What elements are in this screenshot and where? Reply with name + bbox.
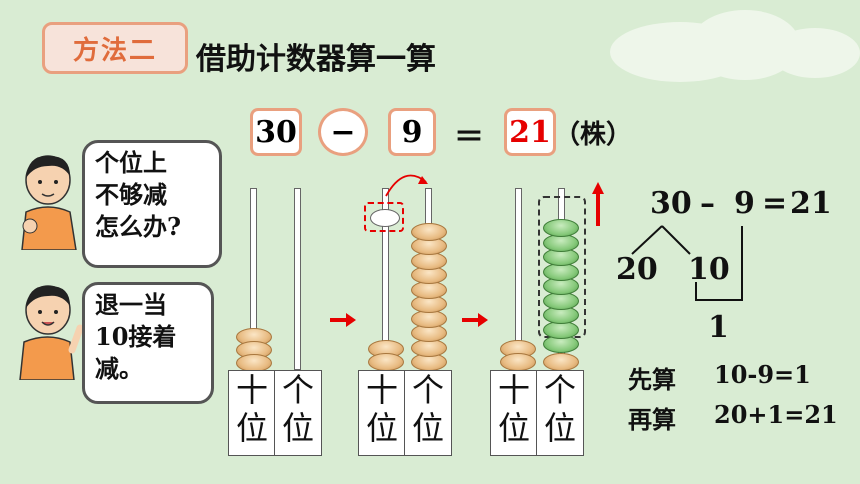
transfer-arrow-icon — [385, 174, 428, 197]
step2-label: 再算 — [628, 405, 676, 434]
counter-label-ones: 个位 — [404, 370, 452, 456]
method-tag: 方法二 — [42, 22, 188, 74]
bubble-line: 怎么办? — [95, 212, 182, 241]
rod-ones-1 — [294, 188, 301, 370]
equation-equals: ＝ — [454, 120, 484, 155]
bead-ones — [411, 222, 447, 241]
counter-label-ones: 个位 — [274, 370, 322, 456]
bubble-line: 减。 — [95, 354, 143, 383]
equation-subtrahend: 9 — [388, 108, 436, 156]
bead-tens — [368, 353, 404, 371]
counter-label-tens: 十位 — [490, 370, 538, 456]
decomposition-lines — [631, 225, 743, 301]
breakdown-part-a: 20 — [616, 252, 658, 287]
bead-ones-removed — [543, 219, 579, 237]
equation-minuend: 30 — [250, 108, 302, 156]
bead-ones-remaining — [543, 353, 579, 371]
step2-expression: 20+1=21 — [714, 400, 838, 429]
bubble-line: 不够减 — [95, 180, 167, 209]
equation-operator: − — [318, 108, 368, 156]
breakdown-result: 21 — [790, 186, 832, 221]
breakdown-minus: – — [700, 186, 715, 221]
arrow-up-icon — [592, 182, 604, 226]
step1-label: 先算 — [628, 365, 676, 394]
equation-unit: （株） — [554, 120, 633, 150]
speech-bubble-question: 个位上 不够减 怎么办? — [82, 140, 222, 268]
counter-label-tens: 十位 — [358, 370, 406, 456]
bubble-line: 个位上 — [95, 148, 167, 177]
counter-label-ones: 个位 — [536, 370, 584, 456]
arrow-right-icon — [462, 313, 488, 327]
bead-tens — [500, 353, 536, 371]
removed-bead-marker — [364, 202, 404, 232]
breakdown-intermediate: 1 — [708, 310, 729, 345]
equation-result: 21 — [504, 108, 556, 156]
boy-avatar-thinking — [10, 150, 86, 251]
bubble-line: 退一当 — [95, 290, 167, 319]
counter-label-tens: 十位 — [228, 370, 276, 456]
breakdown-minuend: 30 — [650, 186, 692, 221]
arrow-right-icon — [330, 313, 356, 327]
cloud-decoration — [770, 28, 860, 78]
bubble-line: 10接着 — [95, 322, 177, 351]
step1-expression: 10-9=1 — [714, 360, 811, 389]
breakdown-part-b: 10 — [688, 252, 730, 287]
boy-avatar-answering — [10, 280, 86, 381]
speech-bubble-answer: 退一当 10接着 减。 — [82, 282, 214, 404]
breakdown-equals: = — [762, 186, 788, 221]
breakdown-subtrahend: 9 — [734, 186, 755, 221]
page-title: 借助计数器算一算 — [196, 42, 436, 77]
